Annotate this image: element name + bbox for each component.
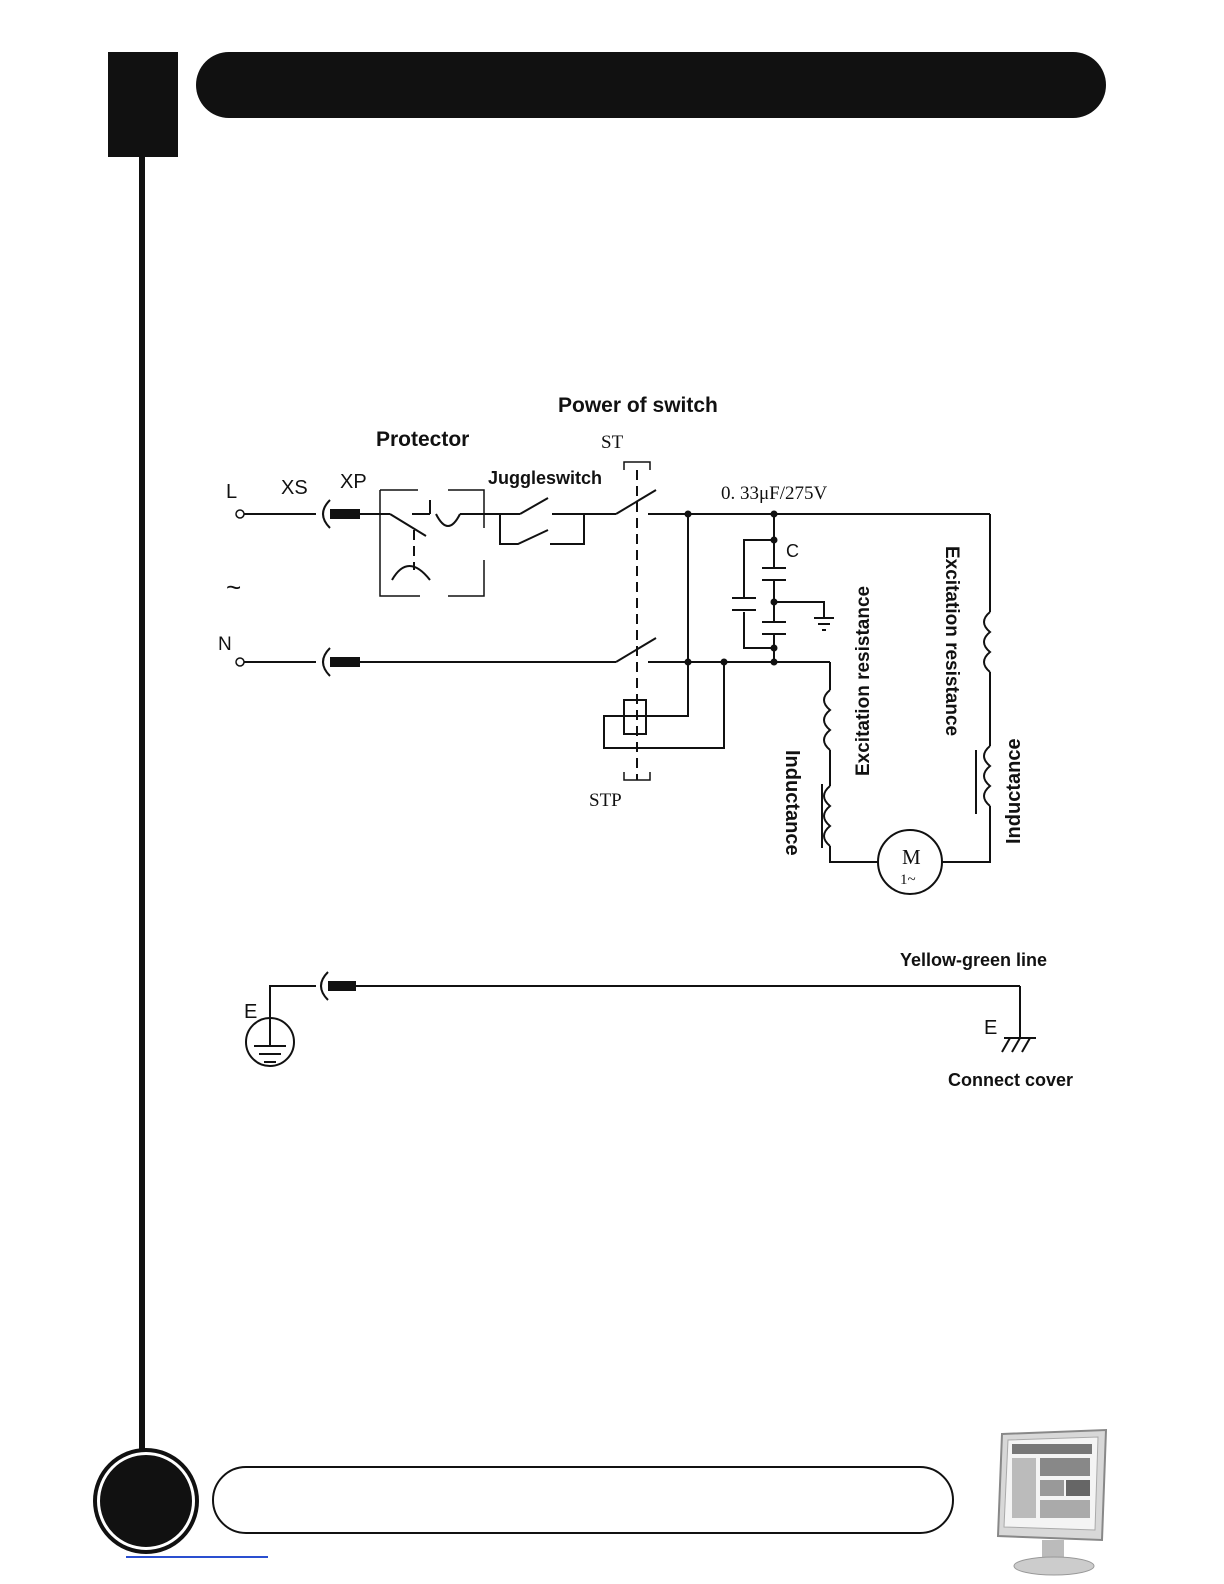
n-terminal-label: N (218, 634, 232, 655)
stp-label: STP (589, 790, 622, 811)
capacitor-c-label: C (786, 541, 799, 561)
capacitor-rating-label: 0. 33μF/275V (721, 483, 828, 504)
xp-plug-e (328, 981, 356, 991)
page-number-badge (97, 1452, 195, 1550)
st-label: ST (601, 432, 624, 453)
inductance-coil-outer (984, 746, 990, 806)
n-terminal (236, 658, 244, 666)
yellow-green-line-label: Yellow-green line (900, 950, 1047, 970)
power-of-switch-label: Power of switch (558, 394, 718, 417)
xs-label: XS (281, 477, 308, 499)
ac-symbol: ~ (226, 572, 241, 602)
excitation-resistance-inner-label: Excitation resistance (853, 586, 874, 776)
inductance-outer-label: Inductance (1003, 738, 1025, 844)
xs-socket-l (323, 500, 330, 528)
protector-label: Protector (376, 428, 469, 451)
juggleswitch-contact (520, 498, 548, 514)
footer-bar (212, 1466, 954, 1534)
protector-thermal (430, 500, 460, 526)
st-switch-n (616, 638, 656, 662)
motor-m-label: M (902, 845, 921, 869)
inductance-inner-label: Inductance (781, 750, 803, 856)
excitation-coil-inner (824, 690, 830, 750)
xp-label: XP (340, 471, 367, 493)
connect-cover-label: Connect cover (948, 1070, 1073, 1090)
l-terminal (236, 510, 244, 518)
e-right-label: E (984, 1017, 997, 1039)
protector-contact (390, 514, 426, 536)
juggleswitch-label: Juggleswitch (488, 468, 602, 488)
excitation-resistance-outer-label: Excitation resistance (941, 546, 962, 736)
xs-socket-e (321, 972, 328, 1000)
xp-plug-n (330, 657, 360, 667)
xs-socket-n (323, 648, 330, 676)
e-left-label: E (244, 1001, 257, 1023)
excitation-coil-outer (984, 612, 990, 672)
motor-phase-label: 1~ (900, 872, 916, 888)
inductance-coil-inner (824, 786, 830, 846)
xp-plug-l (330, 509, 360, 519)
monitor-thumbnail-icon (994, 1428, 1110, 1580)
l-terminal-label: L (226, 481, 237, 503)
footer-link-underline[interactable] (126, 1556, 268, 1558)
